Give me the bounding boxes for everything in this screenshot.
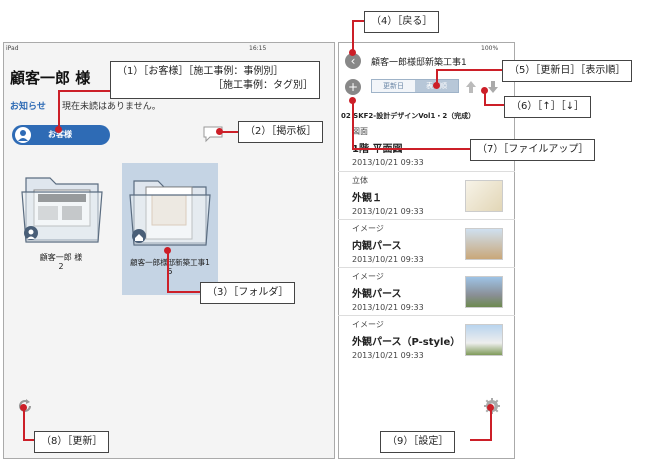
section-header: 02 SKF2-設計デザインVol1・2（完成） <box>341 112 476 120</box>
callout-bulletin-board: （2）［掲示板］ <box>238 121 324 143</box>
callout-arrows: （6）［↑］［↓］ <box>504 96 592 118</box>
item-title: 外観１ <box>352 193 382 204</box>
status-battery: 100% <box>481 45 499 52</box>
leader-dot <box>349 49 356 56</box>
left-panel: iPad 16:15 顧客一郎 様 お知らせ 現在未読はありません。 お客様 顧… <box>3 42 335 459</box>
leader-line <box>58 90 112 92</box>
arrow-up-icon[interactable] <box>465 79 477 98</box>
sort-segment: 更新日 表示順 <box>371 79 459 93</box>
file-thumbnail <box>465 228 503 260</box>
item-category: イメージ <box>352 272 384 281</box>
leader-line <box>220 131 238 133</box>
back-icon[interactable]: ‹ <box>345 53 361 69</box>
item-category: イメージ <box>352 320 384 329</box>
folder-label: 顧客一郎 様 <box>39 253 83 262</box>
notice-text: 現在未読はありません。 <box>62 102 161 112</box>
sort-by-update-button[interactable]: 更新日 <box>372 80 415 92</box>
item-category: 図面 <box>352 127 368 136</box>
item-date: 2013/10/21 09:33 <box>352 158 424 167</box>
leader-line <box>490 407 492 441</box>
folder-count: 5 <box>167 267 173 276</box>
leader-dot <box>216 128 223 135</box>
callout-sort-segment: （5）［更新日］［表示順］ <box>502 60 633 82</box>
leader-line <box>436 69 502 71</box>
customer-button[interactable]: お客様 <box>12 125 110 145</box>
folder-item[interactable]: 顧客一郎 様 2 <box>16 168 106 271</box>
item-date: 2013/10/21 09:33 <box>352 351 424 360</box>
callout-settings: （9）［設定］ <box>380 431 456 453</box>
leader-line <box>484 90 486 105</box>
leader-dot <box>164 247 171 254</box>
leader-line <box>352 148 470 150</box>
item-category: イメージ <box>352 224 384 233</box>
user-icon <box>15 127 31 143</box>
list-item[interactable]: イメージ 外観パース 2013/10/21 09:33 <box>338 267 515 315</box>
leader-line <box>167 291 201 293</box>
folder-item-selected[interactable]: 顧客一郎様邸新築工事1 5 <box>122 163 218 295</box>
status-time: 16:15 <box>249 45 267 52</box>
list-item[interactable]: 立体 外観１ 2013/10/21 09:33 <box>338 171 515 219</box>
leader-line <box>352 20 364 22</box>
callout-file-upload: （7）［ファイルアップ］ <box>470 139 596 161</box>
item-date: 2013/10/21 09:33 <box>352 255 424 264</box>
leader-dot <box>433 82 440 89</box>
leader-dot <box>487 404 494 411</box>
leader-line <box>470 439 492 441</box>
customer-button-label: お客様 <box>48 130 72 139</box>
file-list-title: 顧客一郎様邸新築工事1 <box>371 58 467 68</box>
folder-icon <box>129 180 211 246</box>
file-thumbnail <box>465 276 503 308</box>
leader-line <box>23 439 35 441</box>
file-thumbnail <box>465 324 503 356</box>
file-upload-icon[interactable]: + <box>345 79 361 95</box>
leader-line <box>352 100 354 150</box>
leader-dot <box>55 126 62 133</box>
leader-line <box>23 407 25 441</box>
list-item[interactable]: イメージ 内観パース 2013/10/21 09:33 <box>338 219 515 267</box>
folder-label: 顧客一郎様邸新築工事1 <box>130 258 210 267</box>
callout-folder: （3）［フォルダ］ <box>200 282 296 304</box>
leader-line <box>484 104 504 106</box>
callout-back: （4）［戻る］ <box>364 11 440 33</box>
leader-dot <box>349 97 356 104</box>
item-date: 2013/10/21 09:33 <box>352 207 424 216</box>
leader-line <box>436 69 438 84</box>
arrow-down-icon[interactable] <box>487 79 499 98</box>
user-badge-icon <box>24 226 38 240</box>
callout-customer-tabs: （1）［お客様］［施工事例：事例別］ ［施工事例：タグ別］ <box>110 61 320 99</box>
item-category: 立体 <box>352 176 368 185</box>
leader-dot <box>20 404 27 411</box>
list-item[interactable]: イメージ 外観パース（P-style） 2013/10/21 09:33 <box>338 315 515 363</box>
leader-dot <box>481 87 488 94</box>
leader-line <box>352 20 354 52</box>
house-badge-icon <box>132 229 146 243</box>
leader-line <box>58 90 60 130</box>
status-carrier: iPad <box>6 45 19 52</box>
file-thumbnail <box>465 180 503 212</box>
item-title: 外観パース <box>352 289 402 300</box>
item-title: 内観パース <box>352 241 402 252</box>
folder-icon <box>21 177 103 243</box>
callout-refresh: （8）［更新］ <box>34 431 110 453</box>
item-title: 外観パース（P-style） <box>352 337 461 348</box>
folder-count: 2 <box>58 262 64 271</box>
notice-label: お知らせ <box>10 102 46 112</box>
customer-name: 顧客一郎 様 <box>10 69 91 87</box>
item-date: 2013/10/21 09:33 <box>352 303 424 312</box>
leader-line <box>167 250 169 293</box>
